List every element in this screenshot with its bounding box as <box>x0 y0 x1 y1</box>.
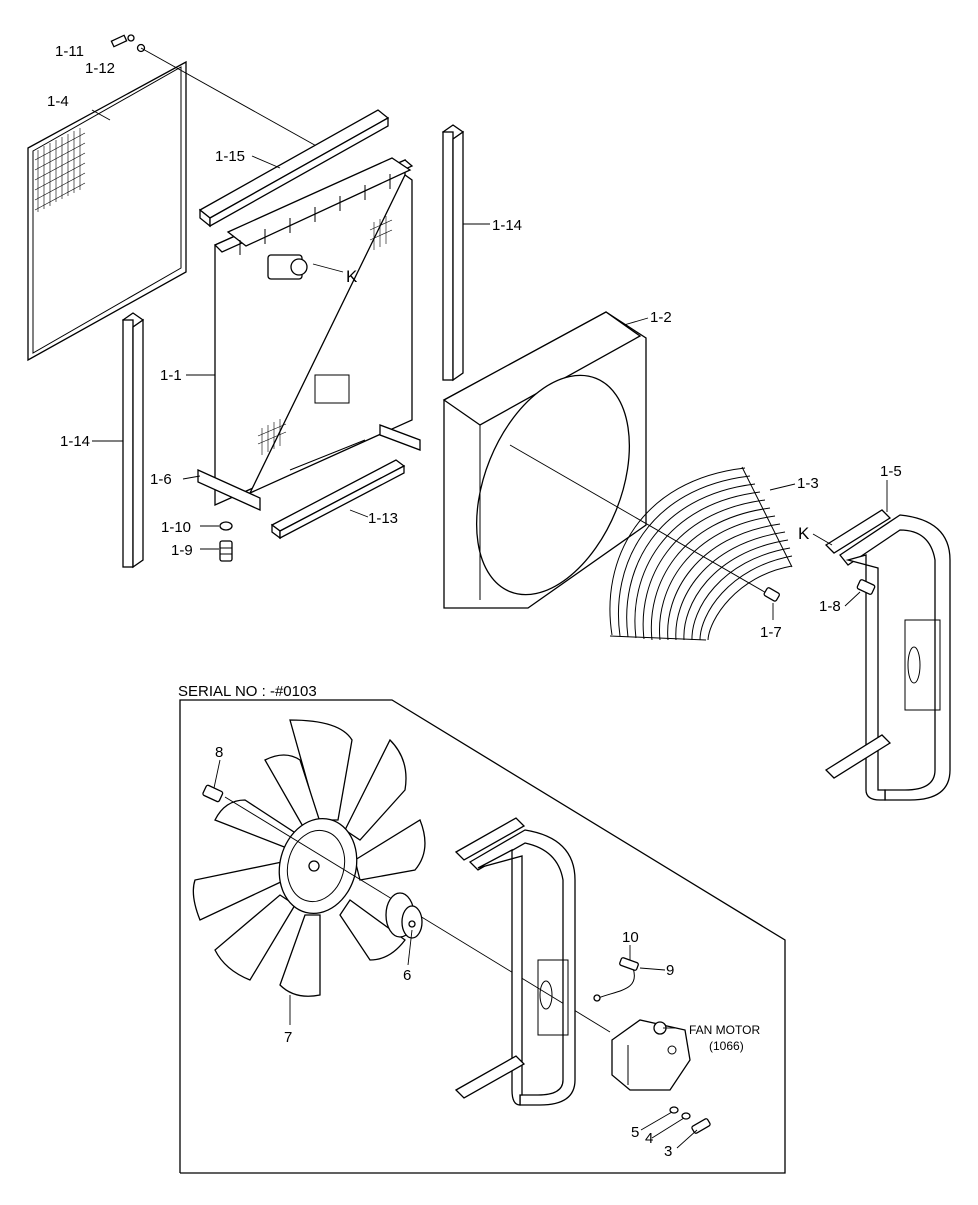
label-1-12: 1-12 <box>85 60 115 77</box>
radiator-1-1 <box>197 157 421 512</box>
bracket-1-5 <box>824 509 951 801</box>
fan-motor-label: FAN MOTOR <box>689 1023 760 1037</box>
label-1-11: 1-11 <box>55 43 84 60</box>
label-1-14-right: 1-14 <box>492 217 522 234</box>
label-1-15: 1-15 <box>215 148 245 165</box>
label-1-1: 1-1 <box>160 367 182 384</box>
label-10: 10 <box>622 929 639 946</box>
washer-4 <box>681 1112 691 1120</box>
label-1-4: 1-4 <box>47 93 69 110</box>
seal-bar-1-13 <box>270 459 406 540</box>
label-8: 8 <box>215 744 223 761</box>
wing-bolt-1-11 <box>110 34 135 48</box>
label-1-13: 1-13 <box>368 510 398 527</box>
washer-1-10 <box>219 521 233 531</box>
bolt-1-8 <box>856 579 876 595</box>
label-1-6: 1-6 <box>150 471 172 488</box>
seal-bar-1-14-left <box>121 312 145 569</box>
sensor-9 <box>593 957 639 1002</box>
label-6: 6 <box>403 967 411 984</box>
leader-lines <box>91 109 888 1149</box>
label-1-14-left: 1-14 <box>60 433 90 450</box>
seal-bar-1-14-right <box>441 124 465 382</box>
label-1-8: 1-8 <box>819 598 841 615</box>
label-4: 4 <box>645 1130 653 1147</box>
seal-bar-1-15 <box>198 109 390 228</box>
label-1-3: 1-3 <box>797 475 819 492</box>
label-k-bracket: K <box>798 524 810 543</box>
bracket-inner <box>454 817 576 1106</box>
label-9: 9 <box>666 962 674 979</box>
bolt-1-7 <box>763 587 780 602</box>
serial-box-frame <box>179 699 786 1174</box>
label-1-5: 1-5 <box>880 463 902 480</box>
fan-7 <box>192 719 426 997</box>
label-1-7: 1-7 <box>760 624 782 641</box>
part-screen-1-4 <box>27 60 187 362</box>
bolt-8 <box>202 784 224 803</box>
hub-6 <box>385 892 423 939</box>
label-7: 7 <box>284 1029 292 1046</box>
fan-shroud-1-2 <box>442 311 647 609</box>
label-1-2: 1-2 <box>650 309 672 326</box>
label-1-10: 1-10 <box>161 519 191 536</box>
washer-5 <box>669 1106 679 1114</box>
label-1-9: 1-9 <box>171 542 193 559</box>
bolt-1-9 <box>219 540 233 562</box>
serial-title: SERIAL NO : -#0103 <box>178 683 317 700</box>
fan-motor-ref: (1066) <box>709 1039 744 1053</box>
label-3: 3 <box>664 1143 672 1160</box>
fan-motor <box>611 1019 691 1091</box>
label-5: 5 <box>631 1124 639 1141</box>
fan-guard-1-3 <box>609 466 793 641</box>
bolt-3 <box>691 1118 711 1134</box>
label-k-radiator: K <box>346 267 358 286</box>
